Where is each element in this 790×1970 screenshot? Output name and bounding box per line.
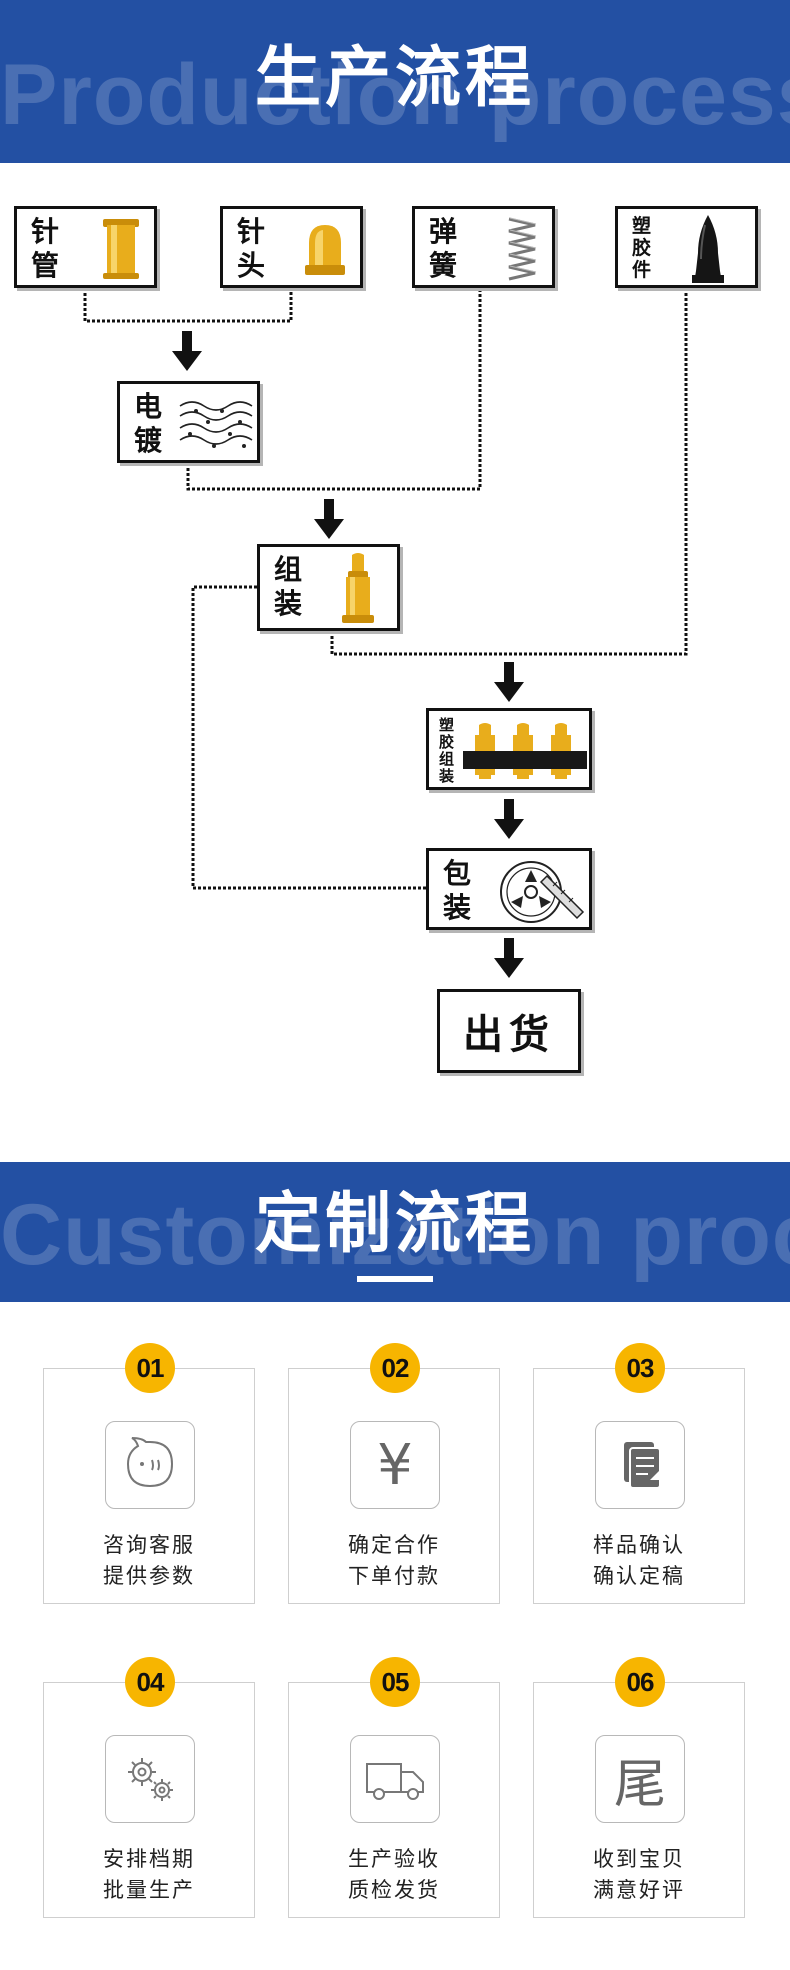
node-packaging: 包装: [426, 848, 592, 930]
connector-assembly-plastic: [330, 288, 688, 656]
production-ghost-text: Production process: [0, 47, 790, 143]
step-number-badge: 02: [370, 1343, 420, 1393]
step-line1: 收到宝贝: [593, 1847, 685, 1871]
node-plastic-assembly: 塑胶组装: [426, 708, 592, 790]
node-needle-tube-label: 针管: [31, 215, 60, 282]
step-line2: 满意好评: [593, 1878, 685, 1902]
node-needle-head: 针头: [220, 206, 363, 288]
arrow-to-plating: [172, 331, 202, 371]
node-plastic-assembly-label: 塑胶组装: [439, 716, 455, 785]
yen-glyph: ¥: [377, 1432, 413, 1498]
connector-needle-merge: [83, 288, 293, 323]
step-card-04: 04 安排档期 批量生产: [43, 1657, 255, 1918]
needle-tube-icon: [103, 219, 139, 279]
node-assembly: 组装: [257, 544, 400, 631]
step-line2: 质检发货: [348, 1878, 440, 1902]
pogo-pin-icon: [342, 553, 374, 623]
node-packaging-label: 包装: [443, 857, 472, 924]
arrow-to-plastic-assembly: [494, 662, 524, 702]
step-number-badge: 06: [615, 1657, 665, 1707]
node-plating-label: 电镀: [134, 390, 163, 457]
customization-title-underline: [357, 1276, 433, 1282]
connector-assembly-packaging: [191, 585, 427, 890]
node-needle-tube: 针管: [14, 206, 157, 288]
production-banner: Production process 生产流程: [0, 0, 790, 163]
step-card-02: 02 ¥ 确定合作 下单付款: [288, 1343, 500, 1604]
node-plating: 电镀: [117, 381, 260, 463]
step-line1: 样品确认: [593, 1533, 685, 1557]
step-number-badge: 03: [615, 1343, 665, 1393]
tail-glyph: 尾: [613, 1754, 666, 1815]
arrow-to-shipping: [494, 938, 524, 978]
step-line2: 下单付款: [348, 1564, 440, 1588]
customization-banner: Customization process 定制流程: [0, 1162, 790, 1302]
spring-icon: [508, 217, 537, 281]
step-line1: 确定合作: [348, 1533, 440, 1557]
chat-bubble-icon: [105, 1421, 195, 1509]
node-shipping: 出货: [437, 989, 581, 1073]
step-number-badge: 01: [125, 1343, 175, 1393]
customization-ghost-text: Customization process: [0, 1187, 790, 1283]
gears-icon: [105, 1735, 195, 1823]
plastic-assembly-icon: [463, 723, 587, 779]
connector-plating-spring: [186, 288, 482, 491]
node-plastic-part: 塑胶件: [615, 206, 758, 288]
step-line2: 确认定稿: [593, 1564, 685, 1588]
node-spring: 弹簧: [412, 206, 555, 288]
arrow-to-assembly: [314, 499, 344, 539]
step-line2: 提供参数: [103, 1564, 195, 1588]
tail-icon: 尾: [595, 1735, 685, 1823]
node-spring-label: 弹簧: [429, 215, 458, 282]
arrow-to-packaging: [494, 799, 524, 839]
step-number-badge: 05: [370, 1657, 420, 1707]
node-needle-head-label: 针头: [237, 215, 266, 282]
document-icon: [595, 1421, 685, 1509]
truck-icon: [350, 1735, 440, 1823]
step-card-05: 05 生产验收 质检发货: [288, 1657, 500, 1918]
plating-waves-icon: [179, 401, 253, 448]
step-line2: 批量生产: [103, 1878, 195, 1902]
step-card-06: 06 尾 收到宝贝 满意好评: [533, 1657, 745, 1918]
customization-title: 定制流程: [255, 1185, 535, 1262]
node-shipping-label: 出货: [463, 1012, 555, 1058]
step-line1: 生产验收: [348, 1847, 440, 1871]
production-title: 生产流程: [255, 39, 535, 116]
step-line1: 咨询客服: [103, 1533, 195, 1557]
plastic-part-icon: [692, 215, 724, 283]
needle-head-icon: [305, 225, 345, 275]
node-assembly-label: 组装: [274, 553, 303, 620]
flow-connectors: [83, 288, 688, 978]
step-card-01: 01 咨询客服 提供参数: [43, 1343, 255, 1604]
step-line1: 安排档期: [103, 1847, 195, 1871]
yen-icon: ¥: [350, 1421, 440, 1509]
production-flow-diagram: 针管 针头 弹簧 塑胶件: [0, 163, 790, 1162]
tape-reel-icon: [500, 861, 585, 923]
step-number-badge: 04: [125, 1657, 175, 1707]
step-card-03: 03 样品确认 确认定稿: [533, 1343, 745, 1604]
node-plastic-part-label: 塑胶件: [632, 215, 652, 281]
